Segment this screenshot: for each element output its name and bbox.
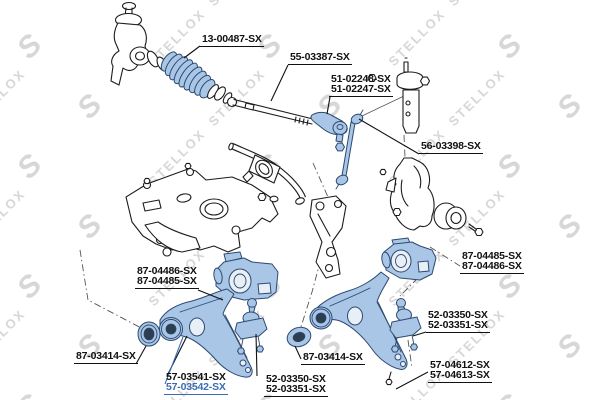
label-control-arm-left[interactable]: 57-03541-SX 57-03542-SX	[164, 372, 228, 395]
part-number[interactable]: 56-03398-SX	[421, 140, 481, 152]
part-number[interactable]: 52-03350-SX	[428, 309, 488, 321]
part-number[interactable]: 52-03351-SX	[428, 319, 488, 331]
tie-rod-end-part	[310, 111, 348, 152]
label-ball-joint-left[interactable]: 52-03350-SX 52-03351-SX	[264, 374, 328, 397]
stabilizer-bar-drawing	[228, 142, 307, 205]
mount-bracket-drawing	[309, 195, 347, 279]
control-arm-right-part	[309, 271, 408, 386]
small-nut	[367, 73, 377, 83]
boot-clamp-rings	[214, 86, 233, 104]
part-number[interactable]: 87-04486-SX	[137, 265, 197, 277]
bushing-bracket-left-part	[213, 251, 279, 301]
label-tie-rod-end[interactable]: 51-02248-SX 51-02247-SX	[329, 74, 393, 97]
part-number[interactable]: 51-02248-SX	[331, 73, 391, 85]
part-number[interactable]: 87-03414-SX	[76, 350, 136, 362]
part-number[interactable]: 51-02247-SX	[331, 83, 391, 95]
stabilizer-link-part	[335, 109, 364, 190]
knuckle-hub-drawing	[379, 157, 484, 237]
part-number[interactable]: 87-04485-SX	[462, 250, 522, 262]
arm-bushing-left-part	[137, 321, 161, 347]
arm-bushing-right-part	[286, 326, 312, 348]
part-number[interactable]: 52-03350-SX	[266, 373, 326, 385]
label-ball-joint-right[interactable]: 52-03350-SX 52-03351-SX	[426, 310, 490, 333]
steering-gear-drawing	[110, 1, 168, 86]
part-number[interactable]: 87-04485-SX	[137, 275, 197, 287]
label-stab-link[interactable]: 56-03398-SX	[419, 141, 483, 154]
part-number[interactable]: 57-04612-SX	[430, 359, 490, 371]
part-number[interactable]: 52-03351-SX	[266, 383, 326, 395]
label-arm-bushing-left[interactable]: 87-03414-SX	[74, 351, 138, 364]
ball-joint-left-part	[234, 298, 268, 355]
label-bushing-right[interactable]: 87-04485-SX 87-04486-SX	[460, 251, 524, 274]
part-number[interactable]: 57-03541-SX	[166, 371, 226, 383]
subframe-drawing	[125, 162, 279, 257]
part-number[interactable]: 87-04486-SX	[462, 260, 522, 272]
strut-drawing	[396, 57, 431, 134]
label-control-arm-right[interactable]: 57-04612-SX 57-04613-SX	[428, 360, 492, 383]
tie-rod-drawing	[226, 96, 314, 126]
leader-lines	[135, 45, 429, 390]
label-tie-rod[interactable]: 55-03387-SX	[288, 52, 352, 65]
label-boot[interactable]: 13-00487-SX	[200, 34, 264, 47]
part-number[interactable]: 57-04613-SX	[430, 369, 490, 381]
part-number[interactable]: 13-00487-SX	[202, 33, 262, 45]
part-number[interactable]: 87-03414-SX	[303, 351, 363, 363]
rack-boot-part	[160, 51, 219, 99]
bushing-bracket-right-part	[381, 237, 437, 281]
ball-joint-right-part	[389, 298, 422, 353]
control-arm-left-part	[159, 288, 253, 378]
label-bushing-left[interactable]: 87-04486-SX 87-04485-SX	[135, 266, 199, 289]
label-arm-bushing-mid[interactable]: 87-03414-SX	[301, 352, 365, 365]
part-number-active[interactable]: 57-03542-SX	[166, 381, 226, 393]
part-number[interactable]: 55-03387-SX	[290, 51, 350, 63]
